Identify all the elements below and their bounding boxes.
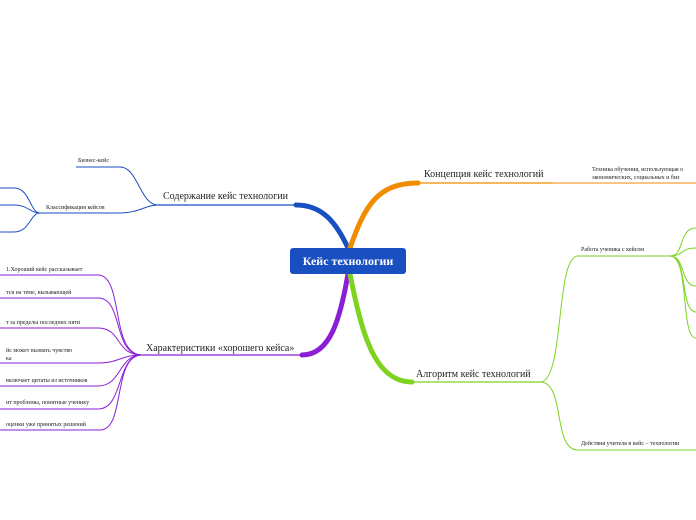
topic-teacher-actions[interactable]: Действия учителя в кейс – технологии <box>581 441 680 447</box>
topic-char-2[interactable]: тся на теме, вызывающей <box>6 290 72 296</box>
connector-char-5 <box>0 354 143 387</box>
connector-algorithm-student <box>539 255 670 383</box>
branch-characteristics-label[interactable]: Характеристики «хорошего кейса» <box>146 343 295 354</box>
connector-char-1 <box>0 274 143 356</box>
connector-char-7 <box>0 354 143 431</box>
topic-char-7[interactable]: оценки уже принятых решений <box>6 422 86 428</box>
connector-char-2 <box>0 297 143 356</box>
central-topic[interactable]: Кейс технологии <box>290 248 406 274</box>
connector-classification-sub1 <box>0 187 41 214</box>
topic-char-6[interactable]: ит проблемы, понятные ученику <box>6 400 90 406</box>
topic-concept-text-2: экономических, социальных и биз <box>592 175 680 181</box>
branch-content-label[interactable]: Содержание кейс технологии <box>163 191 288 202</box>
connector-central-algorithm <box>347 271 415 385</box>
branch-concept-label[interactable]: Концепция кейс технологий <box>424 169 544 180</box>
connector-char-3 <box>0 327 143 356</box>
topic-case-classification[interactable]: Классификация кейсов <box>46 205 105 211</box>
connector-classification-sub3 <box>0 212 41 233</box>
connector-central-content <box>293 202 351 251</box>
topic-char-1[interactable]: 1.Хороший кейс рассказывает <box>6 267 83 273</box>
topic-business-case[interactable]: Бизнес-кейс <box>78 158 110 164</box>
topic-char-3[interactable]: т за пределы последних пяти <box>6 320 81 326</box>
topic-char-5[interactable]: включает цитаты из источников <box>6 378 88 384</box>
connector-student-sub5 <box>669 255 696 339</box>
connector-algorithm-teacher <box>539 381 696 451</box>
connector-student-sub2 <box>669 247 696 257</box>
topic-concept-text-1[interactable]: Техника обучения, использующая о <box>592 167 684 173</box>
connector-central-characteristics <box>299 271 351 358</box>
connector-content-classification <box>40 204 159 214</box>
topic-student-work[interactable]: Работа ученика с кейсом <box>581 247 645 253</box>
connector-char-4 <box>0 354 143 364</box>
connector-classification-sub2 <box>0 204 41 214</box>
connector-student-sub1 <box>669 227 696 257</box>
connector-central-concept <box>347 180 421 251</box>
connector-content-business <box>76 166 159 206</box>
topic-char-4-cont: ка <box>6 356 12 362</box>
branch-algorithm-label[interactable]: Алгоритм кейс технологий <box>416 369 531 380</box>
topic-char-4[interactable]: йс может вызвать чувство <box>6 348 73 354</box>
